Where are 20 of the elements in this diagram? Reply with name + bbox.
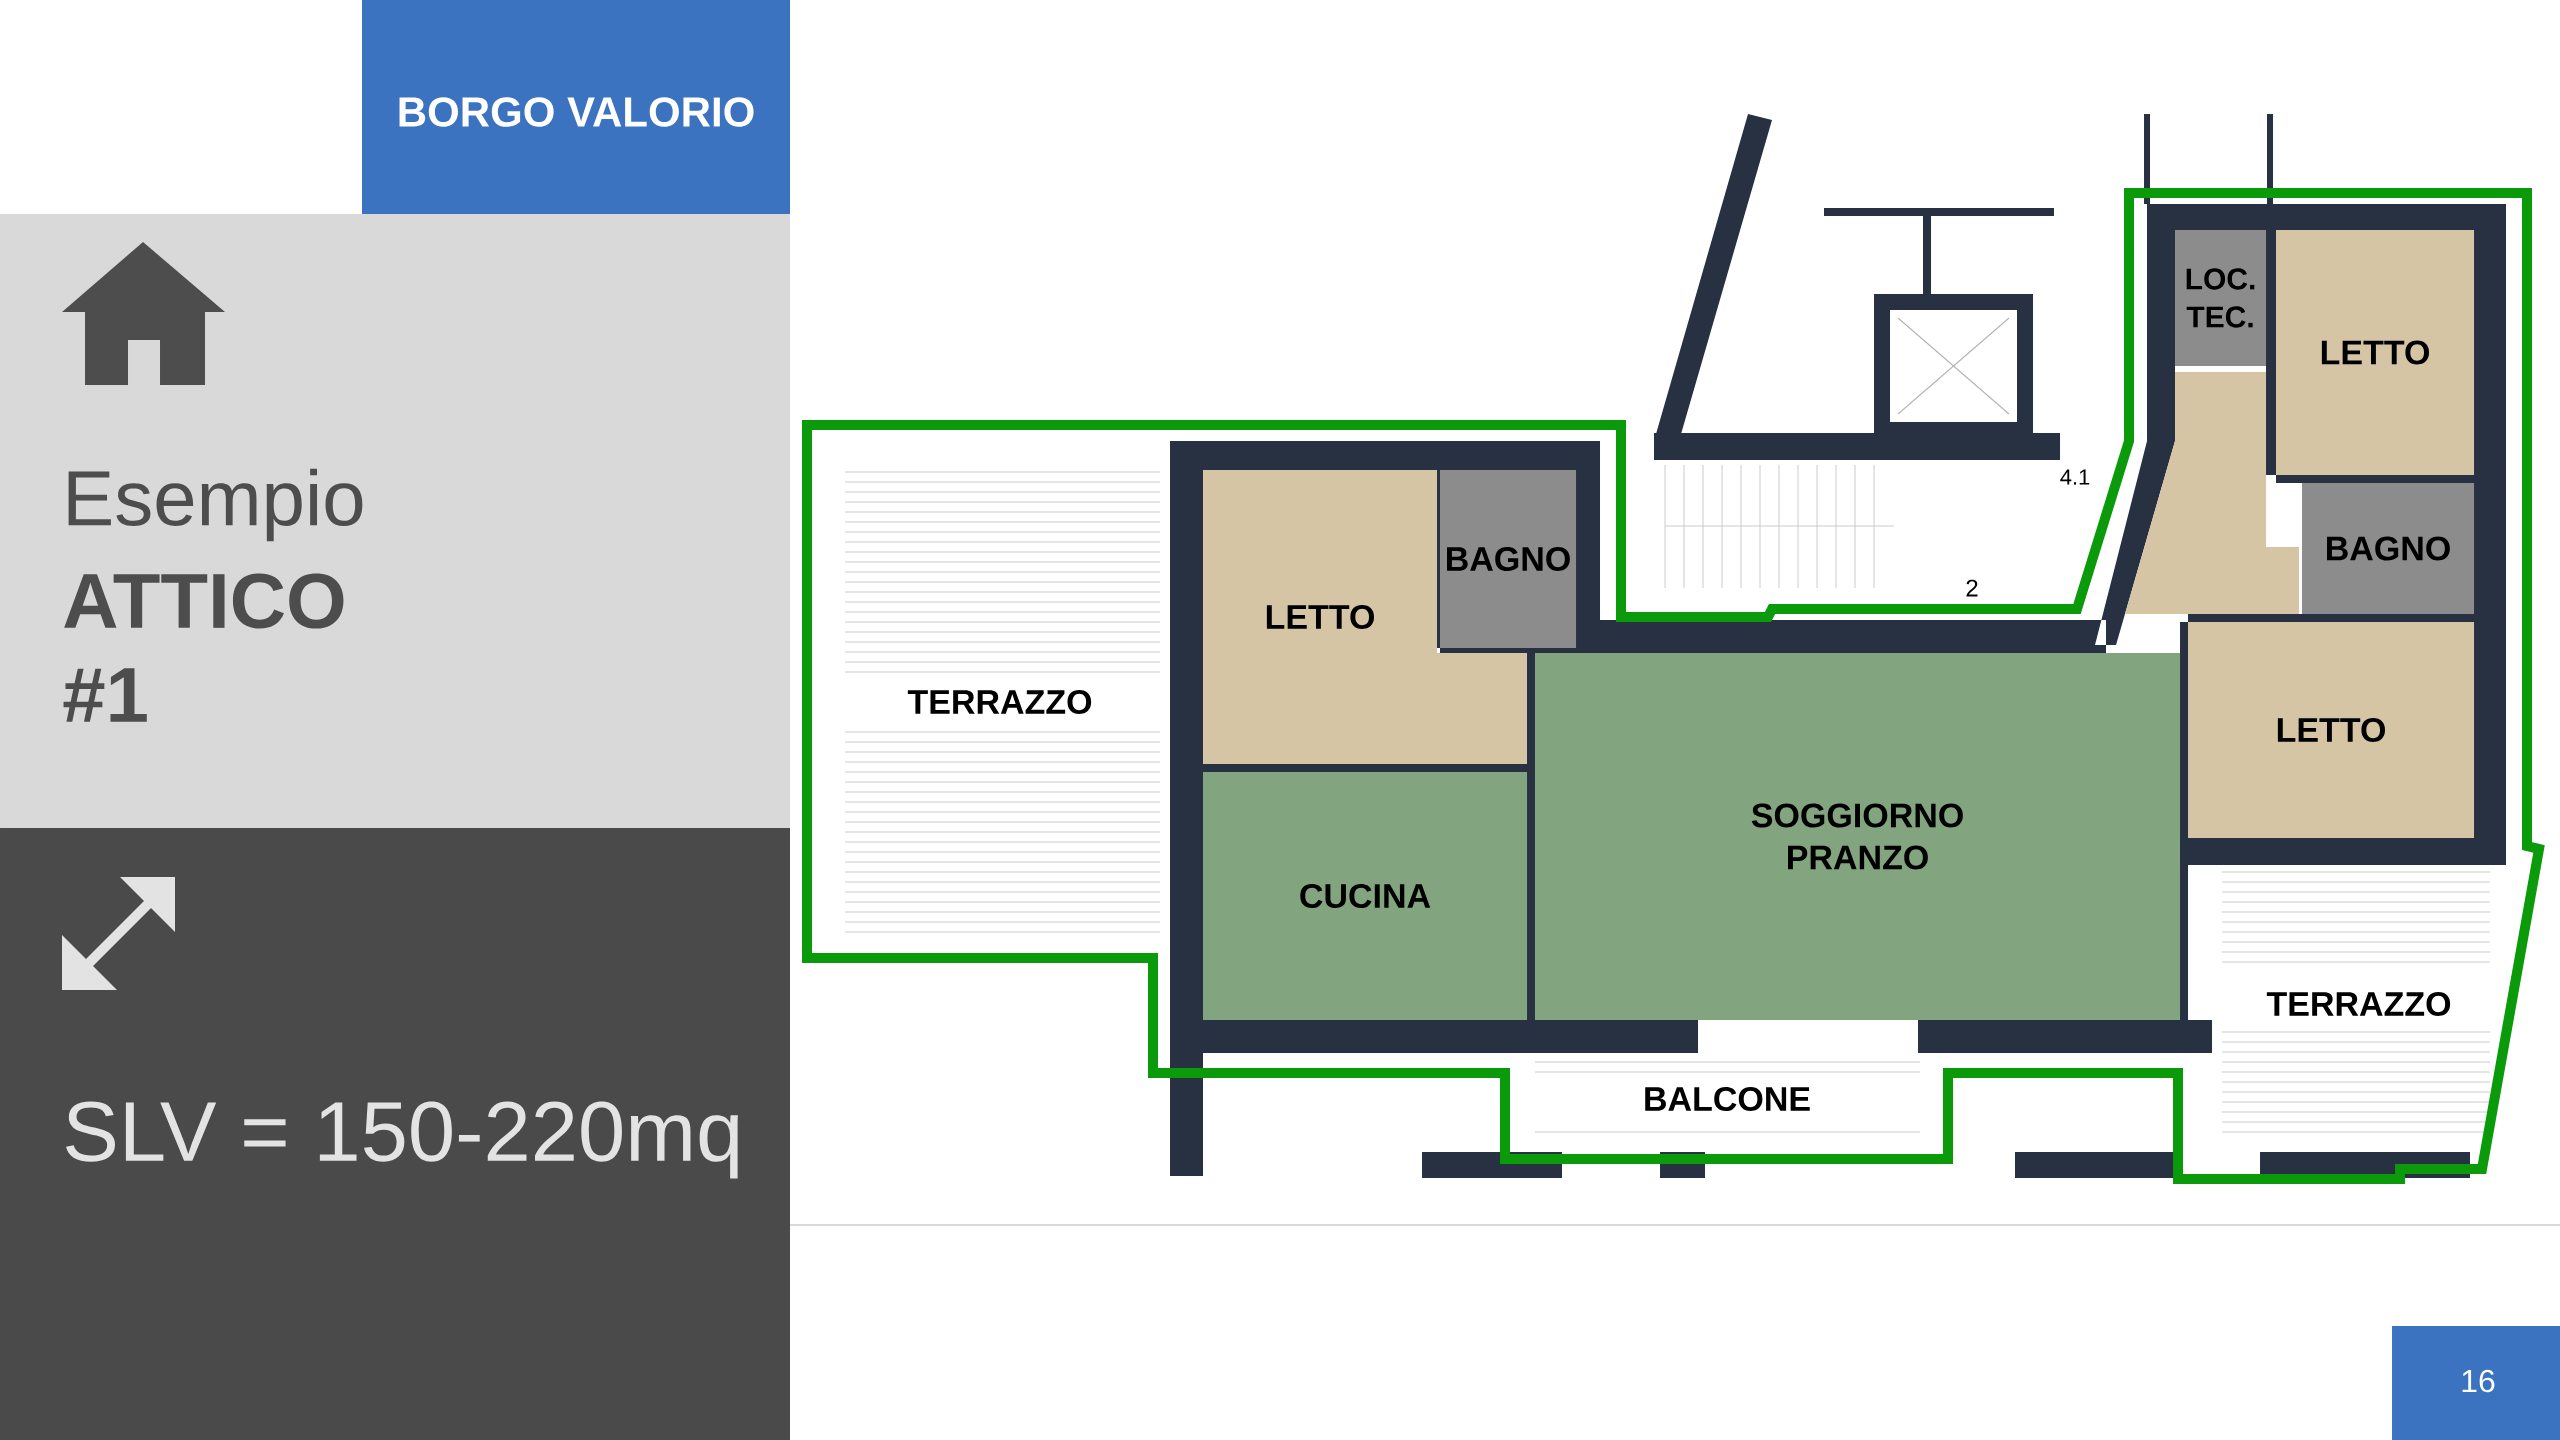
page-number: 16	[2462, 1369, 2495, 1393]
level-mark: 2	[1966, 579, 1978, 597]
terrace-area: TERRAZZO	[2266, 991, 2451, 1017]
room: CUCINA	[1203, 772, 1527, 1020]
room: SOGGIORNO PRANZO	[1535, 653, 2180, 1020]
room: LOC. TEC.	[2175, 230, 2266, 366]
room: LETTO	[2276, 230, 2474, 475]
subtitle: Esempio	[68, 468, 363, 542]
room: LETTO	[2188, 622, 2474, 838]
subtitle: #1	[63, 668, 147, 722]
area-value: SLV = 150-220mq	[66, 1101, 738, 1179]
room: LETTO	[1203, 470, 1437, 764]
room: BAGNO	[2302, 483, 2474, 614]
level-mark: 4.1	[2060, 469, 2090, 485]
subtitle: ATTICO	[64, 573, 344, 629]
header-title: BORGO VALORIO	[399, 97, 754, 127]
room: BAGNO	[1440, 470, 1576, 648]
hallway-area	[2125, 372, 2299, 614]
terrace-area: BALCONE	[1645, 1086, 1810, 1112]
terrace-area: TERRAZZO	[907, 689, 1092, 715]
